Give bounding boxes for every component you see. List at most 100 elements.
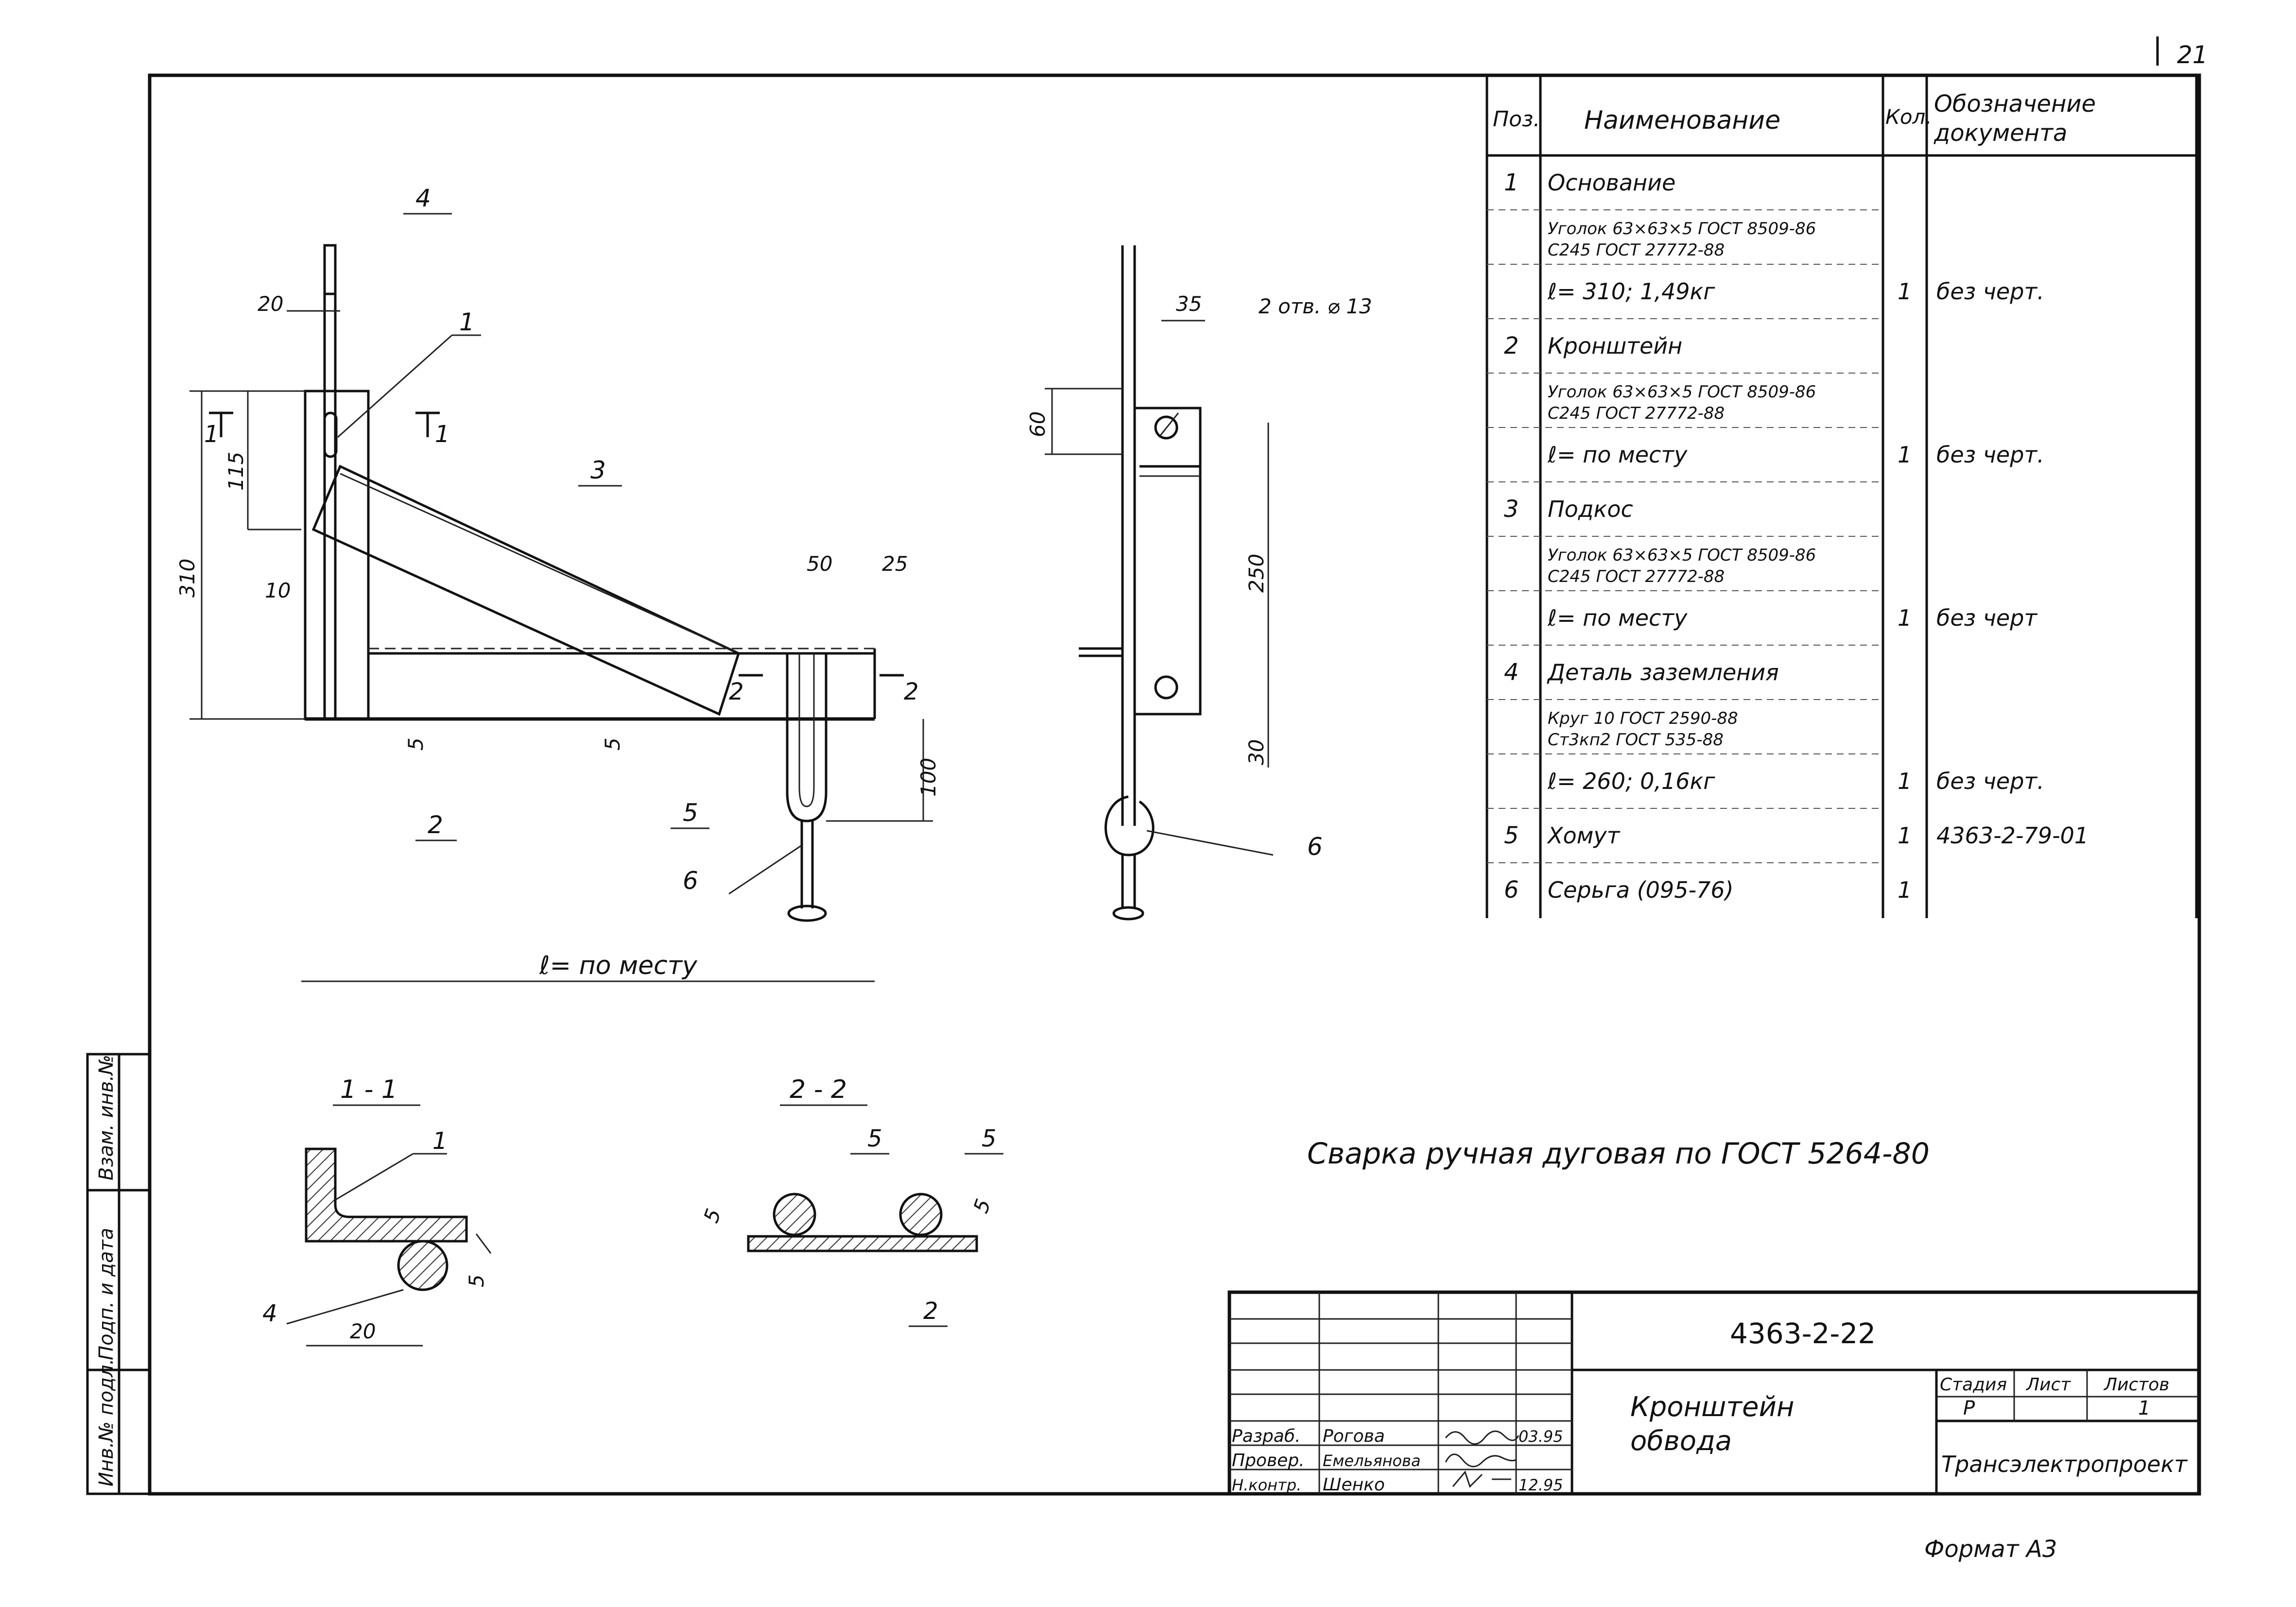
section-1-title: 1 - 1 (340, 1075, 397, 1104)
spec-row-pos: 5 (1504, 822, 1519, 849)
doc-title-1: Кронштейн (1630, 1391, 1795, 1423)
side-stamp: Инв.№ подл. Подп. и дата Взам. инв.№ (86, 1053, 151, 1495)
front-label-6: 6 (683, 867, 698, 895)
section-1-label-1: 1 (432, 1128, 448, 1155)
front-view: 4 1 3 2 5 6 20 310 115 10 5 5 50 25 100 … (175, 184, 940, 982)
spec-row-qty: 1 (1898, 877, 1912, 903)
spec-row-qty: 1 (1898, 768, 1912, 794)
spec-header-qty: Кол. (1885, 105, 1932, 129)
cut-2-left: 2 (729, 678, 744, 705)
spec-header-doc-1: Обозначение (1934, 90, 2096, 118)
spec-row-name-2: Ст3кп2 ГОСТ 535-88 (1548, 730, 1724, 750)
spec-row-name: ℓ= 310; 1,49кг (1547, 278, 1715, 305)
signer-date-1: 03.95 (1519, 1427, 1563, 1446)
spec-row-doc: без черт. (1936, 442, 2044, 468)
spec-header-name: Наименование (1584, 106, 1780, 135)
signer-role-1: Разраб. (1232, 1426, 1300, 1446)
spec-row-name-2: С245 ГОСТ 27772-88 (1548, 567, 1725, 586)
spec-row-name: Кронштейн (1548, 333, 1682, 359)
section-1-1: 1 - 1 1 4 20 5 (262, 1075, 492, 1347)
dim-5a: 5 (404, 737, 428, 751)
drawing-frame (148, 73, 2201, 1496)
company-name: Трансэлектропроект (1941, 1451, 2188, 1477)
spec-row-qty: 1 (1898, 442, 1912, 468)
signature-2 (1445, 1453, 1517, 1468)
dim-30: 30 (1244, 739, 1268, 765)
sheet-number: 21 (2177, 41, 2208, 69)
spec-row-name: Серьга (095-76) (1548, 877, 1734, 903)
spec-row-name-2: С245 ГОСТ 27772-88 (1548, 404, 1725, 423)
front-label-1: 1 (459, 308, 475, 336)
spec-header-doc-2: документа (1933, 120, 2067, 147)
section-2-label-2: 2 (923, 1298, 938, 1325)
doc-code: 4363-2-22 (1730, 1317, 1876, 1350)
dim-10: 10 (265, 579, 291, 602)
sheet-label: Лист (2025, 1375, 2071, 1395)
signer-role-2: Провер. (1232, 1451, 1305, 1470)
dim-60: 60 (1026, 411, 1050, 437)
signer-date-3: 12.95 (1519, 1476, 1563, 1494)
spec-row-pos: 1 (1504, 169, 1519, 196)
section-1-dim-5: 5 (465, 1274, 488, 1287)
signer-name-1: Рогова (1323, 1426, 1385, 1446)
cut-1-right: 1 (435, 421, 450, 448)
dim-100: 100 (916, 758, 940, 797)
stage-value: Р (1963, 1397, 1975, 1419)
spec-row-name: Уголок 63×63×5 ГОСТ 8509-86 (1548, 382, 1816, 402)
spec-row-pos: 6 (1504, 876, 1519, 904)
spec-row-qty: 1 (1898, 605, 1912, 631)
signature-1 (1445, 1430, 1519, 1445)
side-view: 35 60 250 30 2 отв. ⌀ 13 6 (1026, 245, 1372, 921)
spec-row-name: Уголок 63×63×5 ГОСТ 8509-86 (1548, 219, 1816, 239)
section-1-dim-20: 20 (350, 1319, 376, 1343)
sheets-value: 1 (2138, 1397, 2150, 1419)
dim-115: 115 (224, 452, 248, 491)
spec-row-name: Основание (1548, 170, 1675, 196)
spec-header-pos: Поз. (1493, 107, 1540, 132)
sheets-label: Листов (2103, 1375, 2169, 1395)
doc-title-2: обвода (1630, 1425, 1732, 1457)
welding-note: Сварка ручная дуговая по ГОСТ 5264-80 (1307, 1137, 1930, 1171)
format-label: Формат А3 (1924, 1536, 2057, 1563)
spec-row-name: Хомут (1547, 822, 1621, 849)
stamp-sign-date: Подп. и дата (95, 1228, 118, 1360)
front-label-2: 2 (428, 811, 443, 839)
signer-name-3: Шенко (1323, 1475, 1385, 1495)
length-note: ℓ= по месту (539, 951, 698, 980)
title-block: 4363-2-22 Кронштейн обвода Стадия Лист Л… (1227, 1290, 2201, 1496)
spec-row-name: Деталь заземления (1547, 659, 1779, 685)
dim-50: 50 (807, 552, 832, 576)
stamp-inv-replace: Взам. инв.№ (95, 1055, 118, 1180)
spec-row-name-2: С245 ГОСТ 27772-88 (1548, 240, 1725, 260)
signer-role-3: Н.контр. (1232, 1476, 1301, 1494)
section-2-2: 2 - 2 5 5 2 5 5 (699, 1075, 1003, 1327)
section-2-dim-5a: 5 (699, 1206, 725, 1226)
spec-row-qty: 1 (1898, 278, 1912, 305)
dim-250: 250 (1244, 554, 1268, 593)
spec-row-name: ℓ= по месту (1547, 605, 1688, 631)
front-label-3: 3 (590, 456, 606, 484)
cut-2-right: 2 (904, 678, 919, 705)
side-label-6: 6 (1307, 833, 1323, 861)
spec-table: Поз. Наименование Кол. Обозначение докум… (1485, 75, 2198, 918)
section-2-label-5a: 5 (867, 1125, 882, 1152)
spec-row-name: ℓ= по месту (1547, 442, 1688, 468)
dim-35: 35 (1176, 292, 1202, 316)
section-2-dim-5b: 5 (968, 1196, 995, 1216)
stamp-inv-original: Инв.№ подл. (95, 1359, 118, 1487)
dim-20: 20 (258, 292, 283, 316)
spec-row-qty: 1 (1898, 822, 1912, 849)
signer-name-2: Емельянова (1323, 1452, 1421, 1470)
spec-row-name: Уголок 63×63×5 ГОСТ 8509-86 (1548, 546, 1816, 565)
spec-row-doc: без черт. (1936, 768, 2044, 794)
dim-5b: 5 (601, 737, 624, 751)
spec-row-name: Круг 10 ГОСТ 2590-88 (1548, 709, 1738, 728)
section-1-label-4: 4 (262, 1300, 277, 1327)
spec-row-pos: 4 (1504, 659, 1519, 686)
cut-1-left: 1 (204, 421, 219, 448)
spec-row-name: ℓ= 260; 0,16кг (1547, 768, 1715, 794)
spec-row-doc: без черт (1936, 605, 2037, 631)
signature-3 (1452, 1470, 1511, 1488)
